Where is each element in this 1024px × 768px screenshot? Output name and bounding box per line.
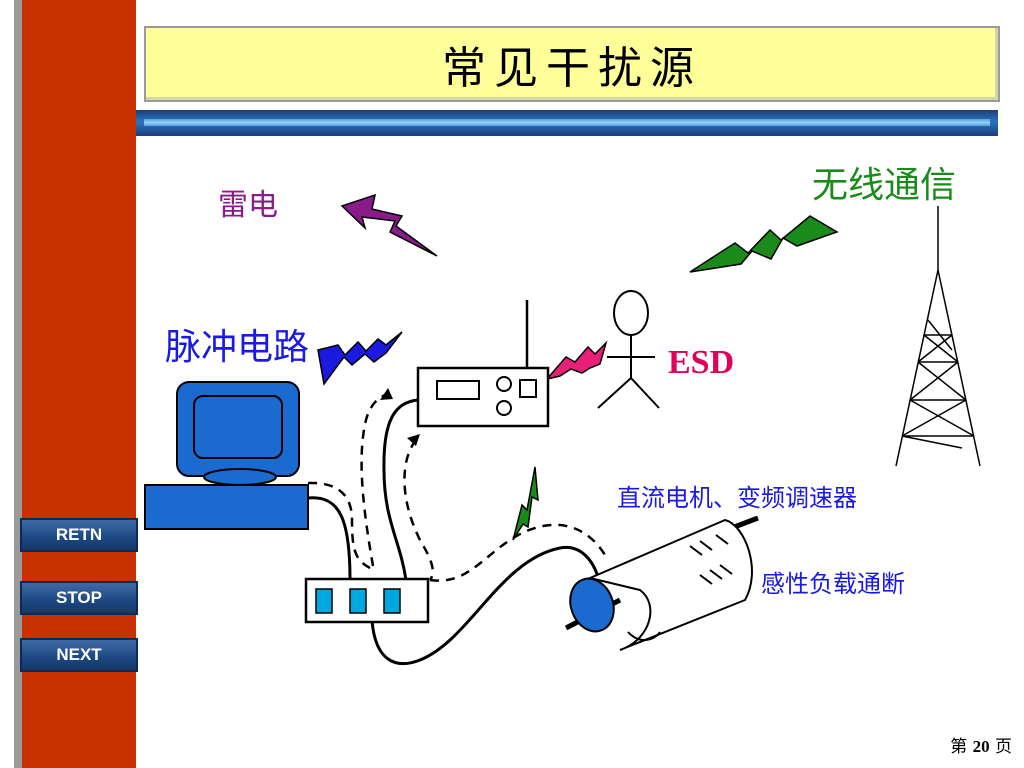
arrowhead-icon — [380, 388, 393, 400]
power-strip-icon — [304, 577, 430, 624]
computer-icon — [144, 381, 309, 530]
lightning-bolt-icon — [340, 193, 438, 257]
page-number: 第 20 页 — [950, 732, 1012, 757]
person-figure-icon — [597, 290, 660, 409]
page-number-prefix: 第 — [950, 737, 968, 757]
pulse-signal-bolt-icon — [317, 331, 403, 386]
interference-path-lines — [307, 392, 607, 582]
esd-label: ESD — [668, 344, 735, 381]
title-underline-highlight — [144, 119, 990, 126]
radio-tower-icon — [895, 206, 981, 467]
wireless-label: 无线通信 — [812, 165, 957, 206]
cable-lines — [307, 398, 602, 666]
title-banner: 常见干扰源 — [144, 26, 1000, 102]
esd-bolt-icon — [544, 340, 608, 381]
arrowhead-icon — [407, 434, 420, 446]
lightning-label: 雷电 — [218, 188, 278, 223]
page-title: 常见干扰源 — [442, 43, 702, 94]
page-number-suffix: 页 — [995, 737, 1012, 757]
motor-noise-bolt-icon — [512, 466, 539, 541]
dc-motor-label: 直流电机、变频调速器 — [617, 484, 857, 512]
page-number-value: 20 — [972, 737, 990, 756]
radio-device-icon — [416, 300, 550, 428]
retn-button[interactable]: RETN — [20, 518, 138, 552]
pulse-circuit-label: 脉冲电路 — [165, 327, 310, 368]
inductive-load-label: 感性负载通断 — [761, 570, 905, 598]
motor-icon — [564, 515, 759, 651]
next-button[interactable]: NEXT — [20, 638, 138, 672]
stop-button[interactable]: STOP — [20, 581, 138, 615]
left-bar-shadow — [14, 0, 22, 768]
title-underline-band — [136, 110, 998, 136]
wireless-signal-bolt-icon — [689, 215, 839, 273]
